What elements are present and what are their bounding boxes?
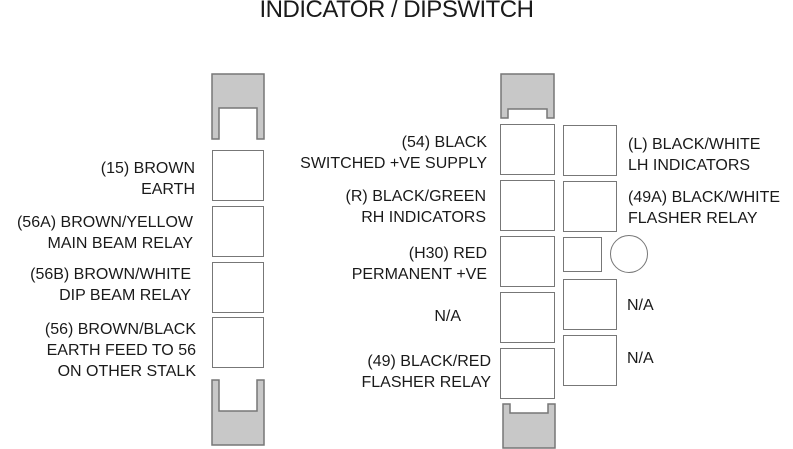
left-pin-1-label: (15) BROWN EARTH xyxy=(100,160,195,198)
right-inner-pin-1 xyxy=(500,124,555,175)
left-pin-3-label: (56B) BROWN/WHITE DIP BEAM RELAY xyxy=(30,266,191,304)
right-inner-pin-4-label: N/A xyxy=(434,308,461,325)
right-outer-pin-1-label: (L) BLACK/WHITE LH INDICATORS xyxy=(628,136,761,174)
diagram-title: INDICATOR / DIPSWITCH xyxy=(259,0,534,23)
right-inner-pin-2 xyxy=(500,180,555,231)
right-outer-pin-2 xyxy=(563,181,617,232)
right-inner-pin-4 xyxy=(500,292,555,343)
right-top-latch-icon xyxy=(500,73,555,119)
left-pin-3 xyxy=(212,262,264,313)
right-outer-pin-1 xyxy=(563,125,617,176)
right-inner-pin-5-label: (49) BLACK/RED FLASHER RELAY xyxy=(361,353,491,391)
left-bottom-latch-icon xyxy=(211,379,265,446)
right-inner-pin-1-label: (54) BLACK SWITCHED +VE SUPPLY xyxy=(300,134,487,172)
right-inner-pin-2-label: (R) BLACK/GREEN RH INDICATORS xyxy=(345,188,486,226)
right-inner-pin-5 xyxy=(500,348,555,399)
right-outer-pin-3 xyxy=(563,279,617,330)
right-inner-pin-3-label: (H30) RED PERMANENT +VE xyxy=(351,245,487,283)
left-pin-2-label: (56A) BROWN/YELLOW MAIN BEAM RELAY xyxy=(16,214,193,252)
right-outer-pin-3-label: N/A xyxy=(627,297,654,314)
left-pin-4 xyxy=(212,317,264,368)
right-outer-pin-4-label: N/A xyxy=(627,350,654,367)
right-small-pin xyxy=(563,237,602,272)
right-outer-pin-4 xyxy=(563,335,617,386)
right-inner-pin-3 xyxy=(500,236,555,287)
right-bottom-latch-icon xyxy=(502,403,556,449)
left-pin-2 xyxy=(212,206,264,257)
right-round-terminal-icon xyxy=(610,235,648,273)
right-outer-pin-2-label: (49A) BLACK/WHITE FLASHER RELAY xyxy=(628,189,781,227)
left-top-latch-icon xyxy=(211,73,265,140)
left-pin-1 xyxy=(212,150,264,201)
left-pin-4-label: (56) BROWN/BLACK EARTH FEED TO 56 ON OTH… xyxy=(44,321,196,380)
